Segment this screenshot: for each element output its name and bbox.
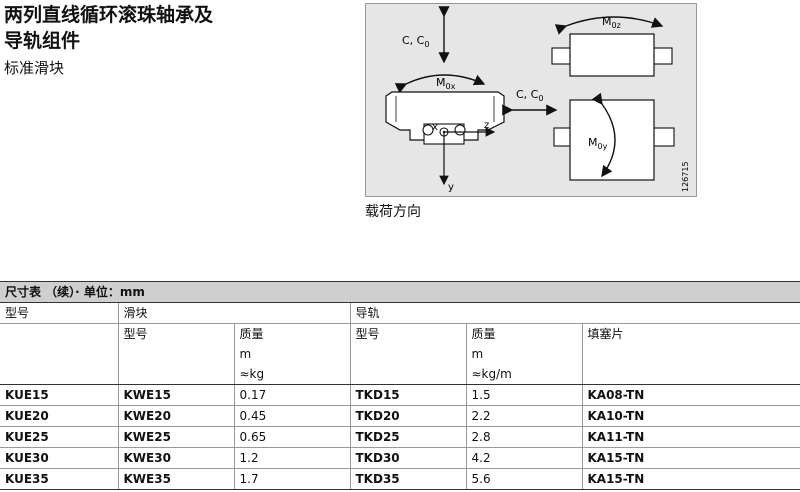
cell-cap: KA15-TN: [581, 447, 698, 469]
cell-slider: KWE20: [117, 405, 234, 427]
title-line-1: 两列直线循环滚珠轴承及: [4, 4, 214, 26]
slider-cross-section: [385, 91, 505, 186]
diagram-caption: 载荷方向: [365, 204, 421, 220]
label-c-side: C, C0: [516, 88, 543, 103]
unit-kgm: ≈kg/m: [465, 364, 582, 385]
subheader-rail-mass: 质量: [465, 323, 582, 344]
cell-mass: 0.65: [233, 426, 350, 448]
table-band: 尺寸表 （续）· 单位：mm: [0, 281, 800, 303]
axis-z-label: z: [484, 120, 489, 131]
header-rail: 导轨: [349, 302, 698, 324]
axis-x-label: x: [432, 122, 438, 133]
unit-kg: ≈kg: [233, 364, 350, 385]
cell-slider: KWE35: [117, 468, 234, 490]
label-m0x: M0x: [436, 76, 456, 91]
subheader-slider-model: 型号: [117, 323, 234, 344]
title-line-2: 导轨组件: [4, 30, 81, 52]
cell-rail-mass: 4.2: [465, 447, 582, 469]
cell-filler: [698, 384, 800, 406]
label-m0z: M0z: [602, 15, 621, 30]
table-unit-row: ≈kg ≈kg/m: [0, 364, 800, 385]
cell-model: KUE35: [0, 468, 118, 490]
header-slider: 滑块: [117, 302, 350, 324]
cell-model: KUE25: [0, 426, 118, 448]
page-title: 两列直线循环滚珠轴承及 导轨组件: [4, 2, 213, 54]
symbol-m-rail: m: [465, 344, 582, 364]
cell-filler: [698, 447, 800, 469]
top-view-block: [551, 16, 673, 77]
side-view-block: [553, 92, 675, 181]
dimension-table: 尺寸表 （续）· 单位：mm 型号 滑块 导轨 型号 质量 型号 质量 填塞片 …: [0, 281, 800, 490]
cell-filler: [698, 426, 800, 448]
cell-cap: KA10-TN: [581, 405, 698, 427]
cell-mass: 0.45: [233, 405, 350, 427]
cell-rail: TKD25: [349, 426, 466, 448]
cell-rail-mass: 2.2: [465, 405, 582, 427]
axis-y-label: y: [448, 182, 454, 193]
header-model: 型号: [0, 302, 118, 324]
subheader-cap: 填塞片: [581, 323, 698, 344]
cell-mass: 1.2: [233, 447, 350, 469]
m0x-arc: [394, 74, 486, 94]
cell-cap: KA15-TN: [581, 468, 698, 490]
cell-rail-mass: 2.8: [465, 426, 582, 448]
subheader-rail-model: 型号: [349, 323, 466, 344]
page-subtitle: 标准滑块: [4, 59, 65, 77]
label-c-top: C, C0: [402, 34, 429, 49]
cell-rail-mass: 5.6: [465, 468, 582, 490]
table-header-row: 型号 滑块 导轨: [0, 302, 800, 324]
table-band-label: 尺寸表 （续）· 单位：mm: [0, 281, 800, 303]
load-direction-diagram: C, C0 M0x x y z C: [365, 3, 697, 197]
cell-model: KUE15: [0, 384, 118, 406]
drawing-number: 126715: [681, 161, 690, 192]
cell-model: KUE30: [0, 447, 118, 469]
symbol-m-slider: m: [233, 344, 350, 364]
cell-model: KUE20: [0, 405, 118, 427]
cell-slider: KWE25: [117, 426, 234, 448]
cell-filler: [698, 468, 800, 490]
cell-slider: KWE15: [117, 384, 234, 406]
table-symbol-row: m m: [0, 344, 800, 364]
cell-rail: TKD15: [349, 384, 466, 406]
subheader-slider-mass: 质量: [233, 323, 350, 344]
label-m0y: M0y: [588, 136, 608, 151]
diagram-svg: C, C0 M0x x y z C: [385, 6, 690, 193]
cell-filler: [698, 405, 800, 427]
cell-cap: KA08-TN: [581, 384, 698, 406]
cell-rail-mass: 1.5: [465, 384, 582, 406]
cell-rail: TKD30: [349, 447, 466, 469]
table-subheader-row: 型号 质量 型号 质量 填塞片: [0, 323, 800, 344]
cell-mass: 0.17: [233, 384, 350, 406]
cell-mass: 1.7: [233, 468, 350, 490]
cell-rail: TKD35: [349, 468, 466, 490]
cell-slider: KWE30: [117, 447, 234, 469]
cell-rail: TKD20: [349, 405, 466, 427]
cell-cap: KA11-TN: [581, 426, 698, 448]
